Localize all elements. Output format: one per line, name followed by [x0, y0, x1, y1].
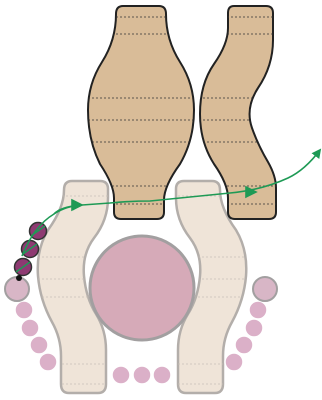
small-bead	[245, 319, 263, 337]
marked-bead	[15, 259, 32, 276]
small-bead	[225, 353, 243, 371]
small-bead	[30, 336, 48, 354]
small-bead	[15, 301, 33, 319]
marked-bead	[22, 241, 39, 258]
large-bead-right	[253, 277, 277, 301]
small-bead	[133, 366, 151, 384]
large-bead-left	[5, 277, 29, 301]
small-bead	[39, 353, 57, 371]
small-bead	[153, 366, 171, 384]
small-bead	[249, 301, 267, 319]
small-bead	[21, 319, 39, 337]
central-pore-circle	[90, 236, 194, 340]
anchor-dot	[16, 275, 22, 281]
small-bead	[112, 366, 130, 384]
small-bead	[235, 336, 253, 354]
